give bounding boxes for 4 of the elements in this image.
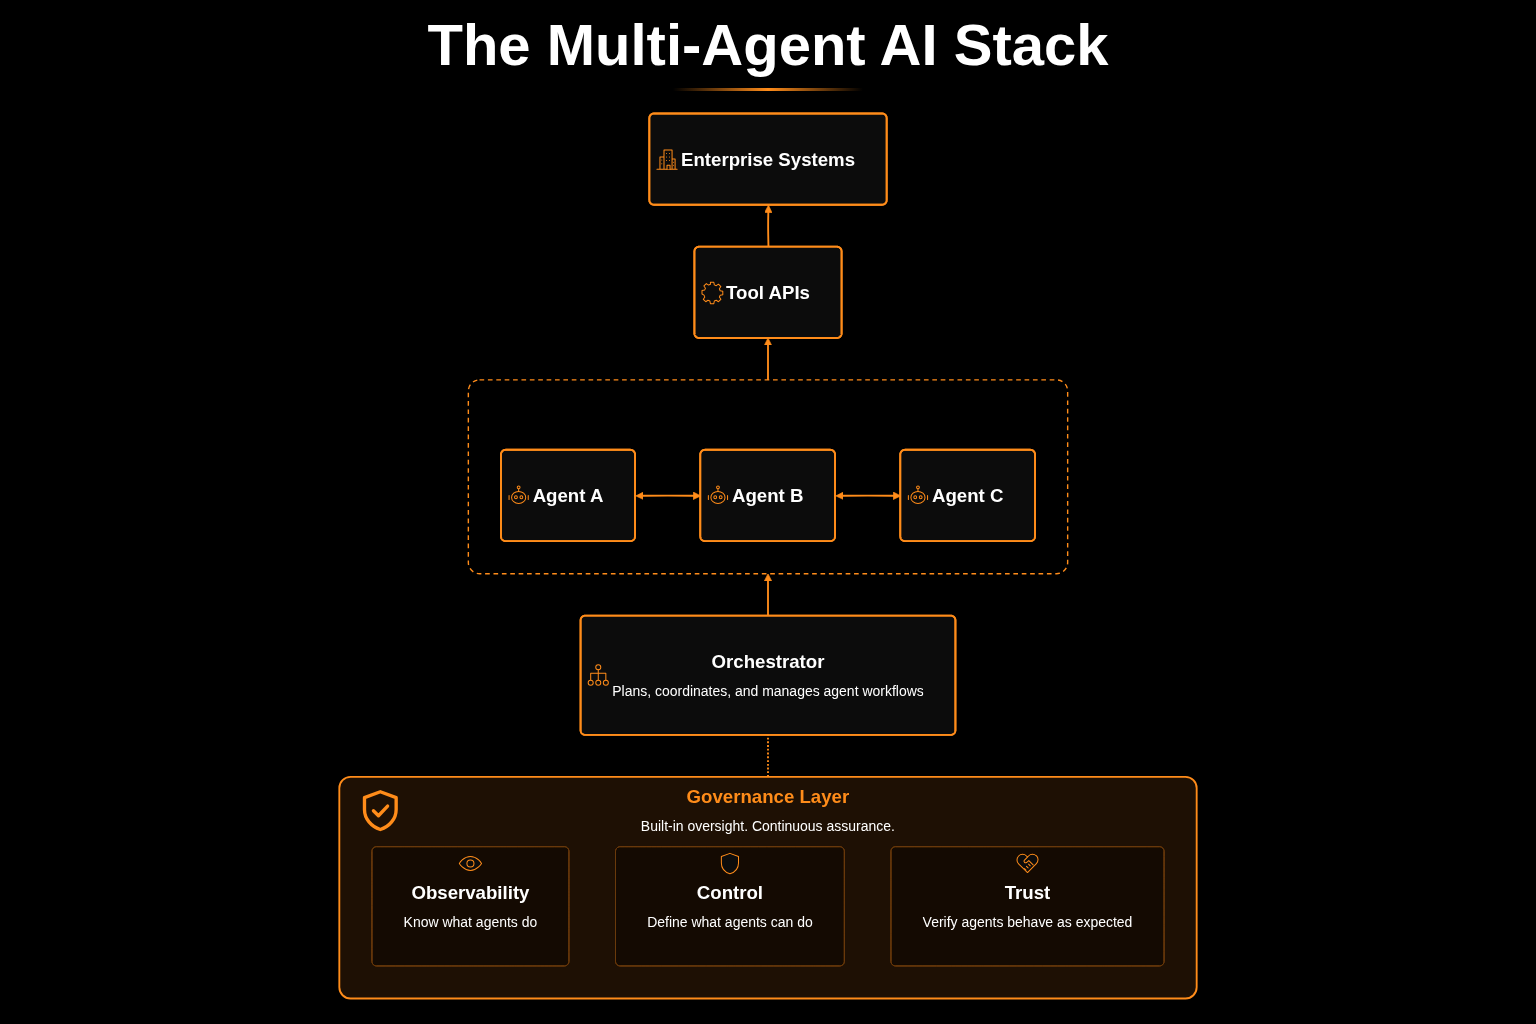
arrow	[763, 337, 773, 381]
cluster	[467, 379, 1069, 575]
diagram-title: The Multi-Agent AI Stack	[427, 11, 1109, 79]
arrow	[763, 573, 773, 617]
